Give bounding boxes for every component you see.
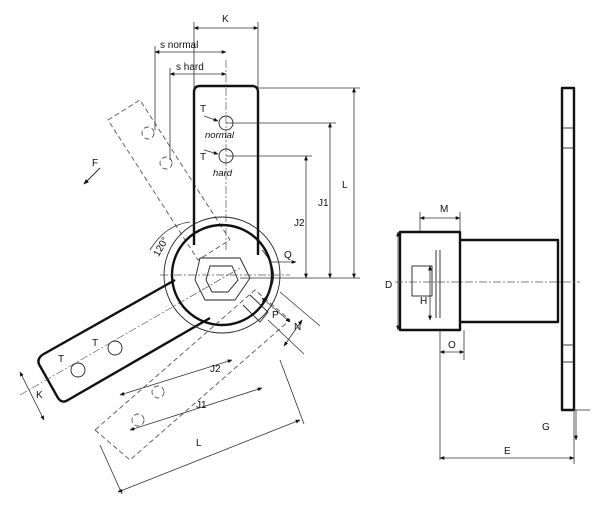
- label-p: P: [272, 310, 279, 321]
- label-m: M: [440, 204, 448, 215]
- hinge-head: [398, 230, 462, 332]
- dim-p: [261, 297, 291, 323]
- label-hard: hard: [213, 168, 233, 179]
- label-k-top: K: [222, 14, 229, 25]
- lower-hole-1: [70, 362, 86, 378]
- lower-arm: [19, 267, 241, 403]
- label-e: E: [504, 446, 511, 457]
- lower-hole-2: [107, 340, 123, 356]
- label-s-hard: s hard: [176, 62, 204, 73]
- label-t-left1: T: [58, 354, 64, 365]
- label-j1-bottom: J1: [196, 400, 207, 411]
- labels: K s normal s hard T normal T hard F J1 J…: [36, 14, 550, 457]
- dim-l-bottom: [117, 419, 301, 493]
- label-t-normal: T: [200, 104, 206, 115]
- label-l-right: L: [342, 180, 348, 191]
- label-j2-right: J2: [294, 218, 305, 229]
- right-view: [395, 86, 590, 464]
- dim-n: [283, 319, 303, 347]
- label-n: N: [294, 322, 301, 333]
- hinge-hub: [160, 216, 290, 334]
- label-h: H: [420, 296, 427, 307]
- dim-k-left: [19, 371, 45, 421]
- label-t-left2: T: [92, 338, 98, 349]
- bolt: [411, 265, 433, 297]
- label-s-normal: s normal: [160, 40, 198, 51]
- label-t-hard: T: [200, 152, 206, 163]
- label-j1-right: J1: [318, 198, 329, 209]
- mounting-plate: [560, 86, 576, 412]
- label-l-bottom: L: [196, 438, 202, 449]
- label-d: D: [385, 280, 392, 291]
- phantom-upper-arm: [107, 99, 231, 261]
- label-k-left: K: [36, 390, 43, 401]
- left-view: [19, 22, 360, 495]
- label-g: G: [542, 422, 550, 433]
- force-arrow: [83, 167, 101, 185]
- label-f: F: [92, 158, 98, 169]
- label-o: O: [448, 340, 456, 351]
- label-q: Q: [284, 250, 292, 261]
- label-angle: 120°: [152, 235, 172, 258]
- label-j2-bottom: J2: [210, 364, 221, 375]
- hinge-body: [460, 238, 560, 324]
- label-normal: normal: [205, 130, 235, 141]
- angle-arc: [149, 221, 191, 251]
